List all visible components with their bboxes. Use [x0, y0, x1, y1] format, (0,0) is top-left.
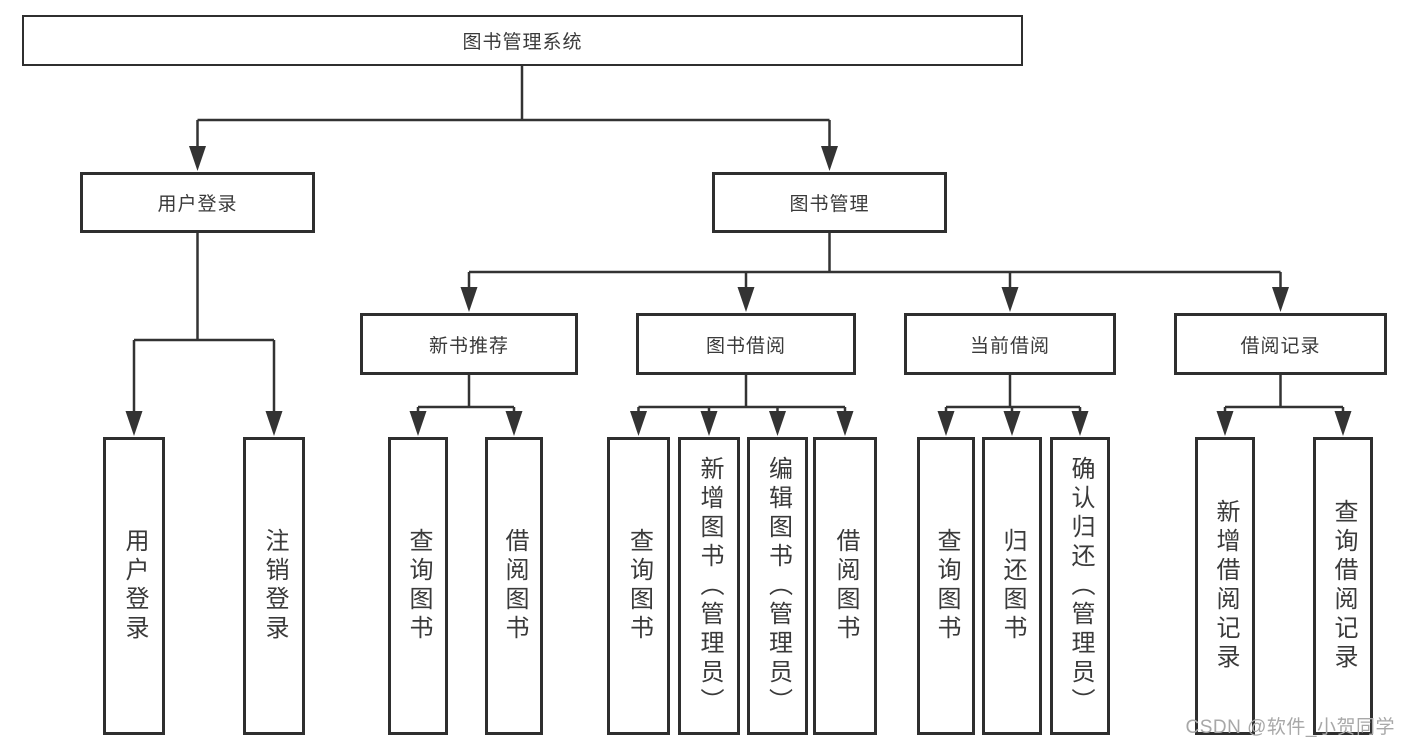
leaf-query-books-current: 查询图书 — [917, 437, 975, 735]
node-new-book-recommend: 新书推荐 — [360, 313, 578, 375]
node-library-system: 图书管理系统 — [22, 15, 1023, 66]
leaf-confirm-return-admin: 确认归还（管理员） — [1050, 437, 1110, 735]
node-current-borrowing: 当前借阅 — [904, 313, 1116, 375]
node-book-borrowing: 图书借阅 — [636, 313, 856, 375]
arrowheads — [125, 146, 1352, 436]
node-user-login: 用户登录 — [80, 172, 315, 233]
leaf-borrow-books-recommend: 借阅图书 — [485, 437, 543, 735]
watermark: CSDN @软件_小贺同学 — [1185, 717, 1395, 738]
leaf-return-book: 归还图书 — [982, 437, 1042, 735]
leaf-query-books-recommend: 查询图书 — [388, 437, 448, 735]
leaf-logout: 注销登录 — [243, 437, 305, 735]
leaf-add-book-admin: 新增图书（管理员） — [678, 437, 740, 735]
leaf-edit-book-admin: 编辑图书（管理员） — [747, 437, 808, 735]
leaf-user-login: 用户登录 — [103, 437, 165, 735]
leaf-add-borrow-record: 新增借阅记录 — [1195, 437, 1255, 735]
leaf-query-books-borrowing: 查询图书 — [607, 437, 670, 735]
leaf-borrow-books: 借阅图书 — [813, 437, 877, 735]
node-borrow-records: 借阅记录 — [1174, 313, 1387, 375]
leaf-query-borrow-record: 查询借阅记录 — [1313, 437, 1373, 735]
node-book-management: 图书管理 — [712, 172, 947, 233]
